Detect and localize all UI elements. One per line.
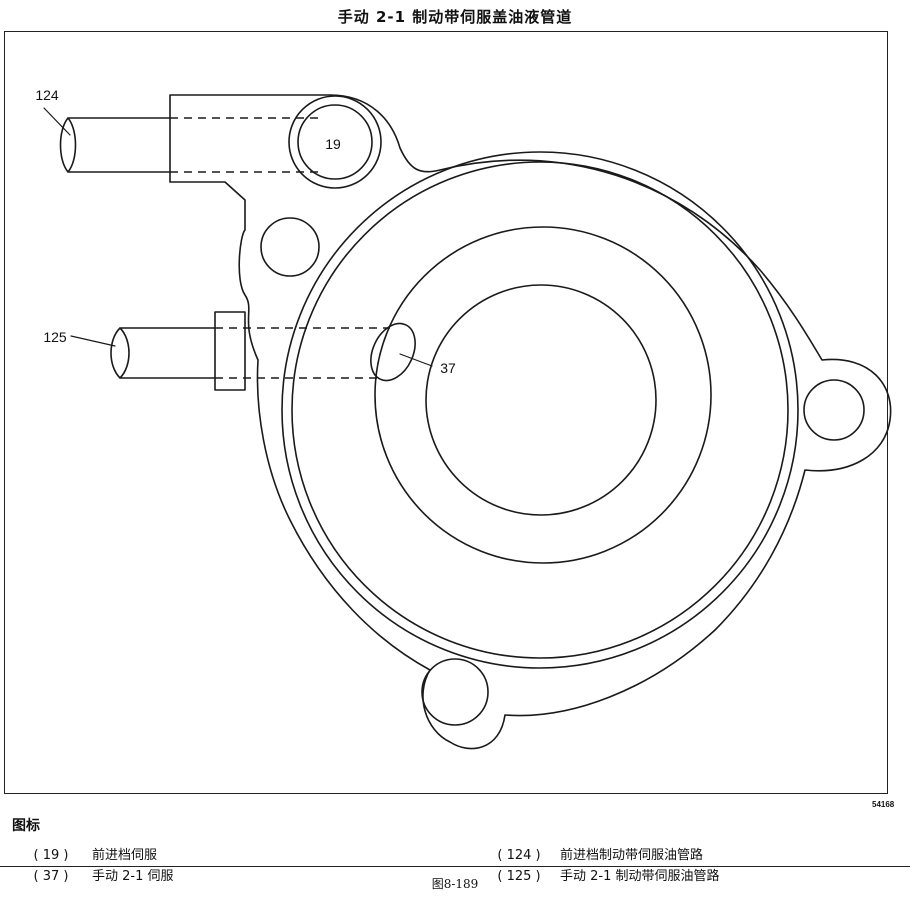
legend-text: 前进档伺服 bbox=[92, 848, 158, 863]
servo-cover-drawing: 19 37 124 125 bbox=[35, 87, 892, 750]
legend-divider bbox=[0, 866, 910, 867]
inner-seal-ring bbox=[291, 161, 789, 659]
callout-125: 125 bbox=[43, 329, 67, 345]
legend-title: 图标 bbox=[12, 818, 40, 834]
diagram-frame bbox=[4, 31, 888, 794]
figure-caption: 图8-189 bbox=[431, 877, 479, 891]
piston-bore bbox=[425, 284, 657, 516]
outer-seal-ring bbox=[281, 151, 799, 669]
bolt-hole-right bbox=[803, 379, 865, 441]
figure-id: 54168 bbox=[872, 800, 895, 809]
legend-item-124: ( 124 ) 前进档制动带伺服油管路 bbox=[490, 844, 703, 863]
port-37 bbox=[370, 322, 416, 382]
piston-bore-ring bbox=[374, 226, 712, 564]
cover-outline bbox=[169, 94, 892, 750]
legend-text: 前进档制动带伺服油管路 bbox=[560, 848, 704, 863]
legend-item-125: ( 125 ) 手动 2-1 制动带伺服油管路 bbox=[490, 865, 720, 884]
passage-125-hidden bbox=[215, 327, 390, 379]
leader-125 bbox=[70, 335, 116, 347]
callout-19: 19 bbox=[325, 136, 341, 152]
port-19-inner bbox=[297, 104, 373, 180]
passage-124-hidden bbox=[170, 117, 318, 173]
legend-text: 手动 2-1 伺服 bbox=[92, 869, 174, 884]
legend-code: ( 19 ) bbox=[33, 848, 69, 863]
bolt-hole-bottom bbox=[421, 658, 489, 726]
bolt-hole-upper-left bbox=[260, 217, 320, 277]
legend-text: 手动 2-1 制动带伺服油管路 bbox=[560, 869, 720, 884]
legend-code: ( 124 ) bbox=[497, 848, 541, 863]
legend-item-19: ( 19 ) 前进档伺服 bbox=[22, 844, 158, 863]
callout-37: 37 bbox=[440, 360, 456, 376]
diagram-title: 手动 2-1 制动带伺服盖油液管道 bbox=[337, 8, 573, 26]
port-19-outer bbox=[288, 95, 382, 189]
pipe-125-boss bbox=[214, 311, 246, 391]
leader-37 bbox=[399, 353, 433, 367]
legend-item-37: ( 37 ) 手动 2-1 伺服 bbox=[22, 865, 174, 884]
leader-124 bbox=[43, 107, 71, 136]
pipe-124 bbox=[59, 117, 171, 173]
pipe-125 bbox=[110, 327, 216, 379]
callout-124: 124 bbox=[35, 87, 59, 103]
legend-code: ( 37 ) bbox=[33, 869, 69, 884]
legend-code: ( 125 ) bbox=[497, 869, 541, 884]
